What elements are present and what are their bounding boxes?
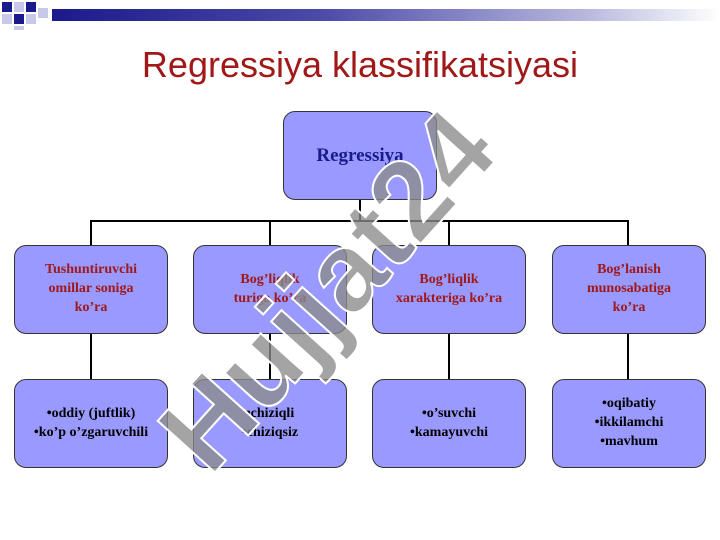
leaf-1-item-1: •oddiy (juftlik) bbox=[46, 405, 136, 421]
category-4-line-3: ko’ra bbox=[612, 299, 646, 315]
category-node-4: Bog’lanish munosabatiga ko’ra bbox=[552, 245, 706, 334]
connector-leaf-2 bbox=[269, 333, 271, 379]
category-node-1: Tushuntiruvchi omillar soniga ko’ra bbox=[14, 245, 168, 334]
decorative-header-bar bbox=[0, 0, 720, 30]
connector-leaf-3 bbox=[448, 333, 450, 379]
connector-cat-3 bbox=[448, 220, 450, 245]
leaf-2-item-2: •chiziqsiz bbox=[241, 424, 299, 440]
category-3-line-1: Bog’liqlik bbox=[419, 271, 479, 287]
connector-cat-2 bbox=[269, 220, 271, 245]
root-node: Regressiya bbox=[283, 111, 437, 200]
connector-root-down bbox=[359, 200, 361, 221]
connector-leaf-1 bbox=[90, 333, 92, 379]
category-node-2: Bog’liqlik turiga ko’ra bbox=[193, 245, 347, 334]
leaf-3-item-2: •kamayuvchi bbox=[409, 424, 489, 440]
leaf-node-4: •oqibatiy •ikkilamchi •mavhum bbox=[552, 379, 706, 468]
category-2-line-2: turiga ko’ra bbox=[233, 290, 307, 306]
category-node-3: Bog’liqlik xarakteriga ko’ra bbox=[372, 245, 526, 334]
category-1-line-3: ko’ra bbox=[74, 299, 108, 315]
leaf-2-item-1: •chiziqli bbox=[245, 405, 295, 421]
category-1-line-1: Tushuntiruvchi bbox=[44, 262, 138, 278]
leaf-node-2: •chiziqli •chiziqsiz bbox=[193, 379, 347, 468]
leaf-4-item-2: •ikkilamchi bbox=[594, 415, 664, 431]
header-gradient-bar bbox=[52, 9, 720, 21]
connector-leaf-4 bbox=[627, 333, 629, 379]
connector-cat-1 bbox=[90, 220, 92, 245]
leaf-1-item-2: •ko’p o’zgaruvchili bbox=[33, 424, 149, 440]
leaf-3-item-1: •o’suvchi bbox=[421, 405, 477, 421]
root-label: Regressiya bbox=[316, 144, 404, 166]
leaf-node-1: •oddiy (juftlik) •ko’p o’zgaruvchili bbox=[14, 379, 168, 468]
leaf-node-3: •o’suvchi •kamayuvchi bbox=[372, 379, 526, 468]
leaf-4-item-3: •mavhum bbox=[600, 433, 658, 449]
category-4-line-1: Bog’lanish bbox=[597, 262, 661, 278]
connector-cat-4 bbox=[627, 220, 629, 245]
category-2-line-1: Bog’liqlik bbox=[240, 271, 300, 287]
decorative-squares bbox=[0, 0, 60, 30]
leaf-4-item-1: •oqibatiy bbox=[602, 396, 656, 412]
slide-title: Regressiya klassifikatsiyasi bbox=[141, 44, 579, 85]
category-3-line-2: xarakteriga ko’ra bbox=[395, 290, 503, 306]
category-4-line-2: munosabatiga bbox=[586, 281, 672, 297]
connector-horizontal bbox=[90, 220, 629, 222]
category-1-line-2: omillar soniga bbox=[48, 281, 134, 297]
